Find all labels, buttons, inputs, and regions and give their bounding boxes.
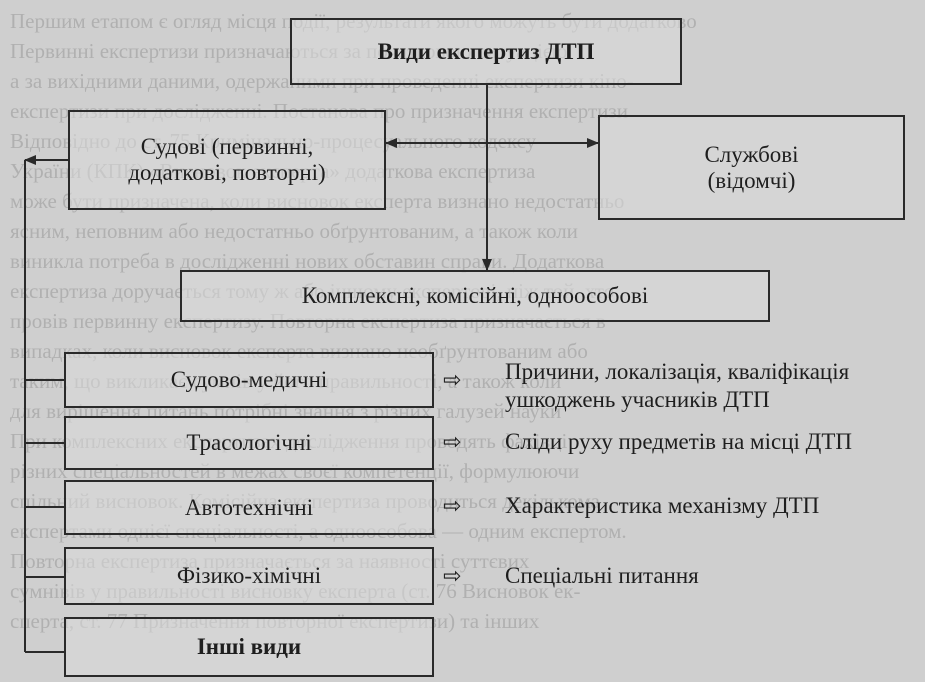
type-label: Інші види: [196, 634, 302, 659]
title-label: Види експертиз ДТП: [377, 38, 595, 64]
type-label: Трасологічні: [186, 430, 312, 455]
complex-label: Комплексні, комісійні, одноособові: [301, 283, 649, 308]
type-box-physicochemical: Фізико-хімічні: [64, 547, 434, 605]
official-box: Службові (відомчі): [598, 115, 905, 220]
type-box-autotechnical: Автотехнічні: [64, 480, 434, 535]
background-text-line: виникла потреба в дослідженні нових обст…: [10, 249, 605, 273]
background-text-line: ясним, неповним або недостатньо обґрунто…: [10, 219, 578, 243]
judicial-label: Судові (первинні, додаткові, повторні): [128, 134, 326, 185]
type-description-autotechnical: Характеристика механізму ДТП: [505, 493, 820, 518]
title-box: Види експертиз ДТП: [290, 18, 682, 85]
type-label: Фізико-хімічні: [176, 563, 322, 588]
arrow-right-icon: ⇨: [443, 494, 462, 519]
arrow-right-icon: ⇨: [443, 368, 462, 393]
type-description-physicochemical: Спеціальні питання: [505, 563, 699, 588]
complex-box: Комплексні, комісійні, одноособові: [180, 270, 770, 322]
type-box-other: Інші види: [64, 617, 434, 677]
type-label: Автотехнічні: [184, 494, 314, 520]
official-label: Службові (відомчі): [704, 141, 799, 193]
type-box-trace: Трасологічні: [64, 416, 434, 470]
type-description-trace: Сліди руху предметів на місці ДТП: [505, 429, 852, 454]
arrow-right-icon: ⇨: [443, 564, 462, 589]
judicial-box: Судові (первинні, додаткові, повторні): [68, 110, 386, 210]
type-box-forensic-medical: Судово-медичні: [64, 352, 434, 408]
arrow-right-icon: ⇨: [443, 430, 462, 455]
type-description-forensic-medical: Причини, локалізація, кваліфікація ушкод…: [505, 359, 850, 412]
type-label: Судово-медичні: [170, 367, 328, 392]
